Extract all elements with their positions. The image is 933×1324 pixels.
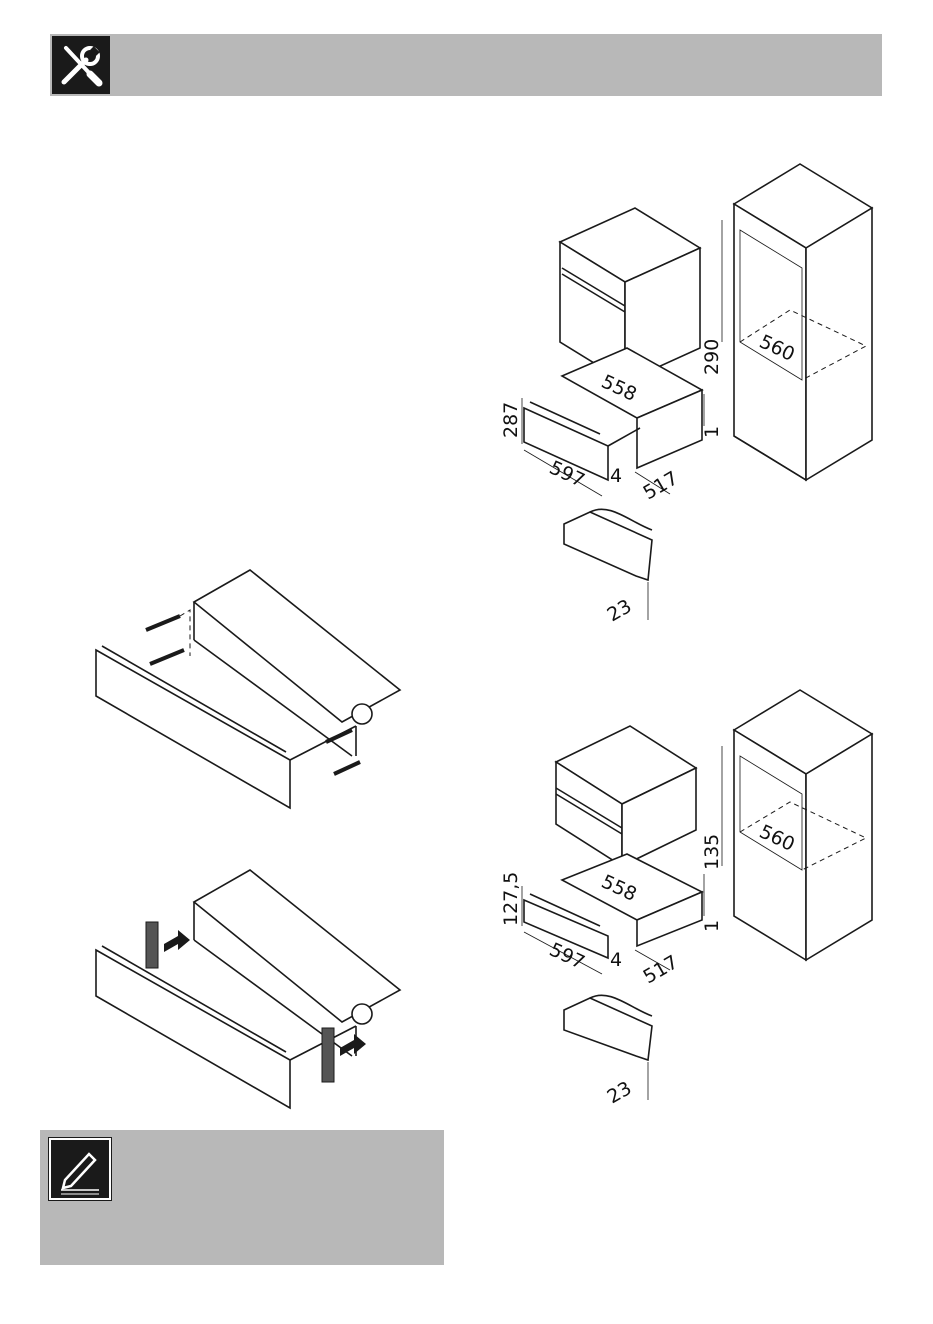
panel-spacer-diagram <box>90 860 410 1110</box>
oven-unit-bottom <box>556 726 696 866</box>
spacer-left <box>146 922 158 968</box>
warming-drawer-top <box>524 348 702 480</box>
spacer-right <box>322 1028 334 1082</box>
dim-niche-height: 290 <box>701 339 723 375</box>
dim-niche-height: 135 <box>701 834 723 870</box>
knob-icon <box>352 704 372 724</box>
pencil-note-icon <box>49 1138 111 1200</box>
dim-gap: 4 <box>610 465 622 487</box>
dim-panel-thickness: 23 <box>604 1077 636 1108</box>
dim-depth: 517 <box>640 951 682 988</box>
tools-icon <box>52 36 110 94</box>
dim-gap: 4 <box>610 949 622 971</box>
dim-spacing: 1 <box>701 920 723 932</box>
panel-screw-diagram <box>90 560 410 810</box>
tall-cabinet-top <box>734 164 872 480</box>
front-panel-top <box>564 509 652 580</box>
warming-drawer-bottom <box>524 854 702 958</box>
installation-diagram-top: 287 558 597 4 517 290 1 560 23 <box>490 150 890 630</box>
tall-cabinet-bottom <box>734 690 872 960</box>
arrow-right-icon <box>340 1034 366 1056</box>
dim-panel-thickness: 23 <box>604 595 636 626</box>
arrow-right-icon <box>164 930 190 952</box>
dim-height-front: 127,5 <box>500 872 522 926</box>
dim-height-front: 287 <box>500 402 522 438</box>
knob-icon <box>352 1004 372 1024</box>
dim-spacing: 1 <box>701 426 723 438</box>
front-panel-bottom <box>564 995 652 1060</box>
header-bar <box>50 34 882 96</box>
dim-depth: 517 <box>640 467 682 504</box>
installation-diagram-bottom: 127,5 558 597 4 517 135 1 560 23 <box>490 680 890 1120</box>
